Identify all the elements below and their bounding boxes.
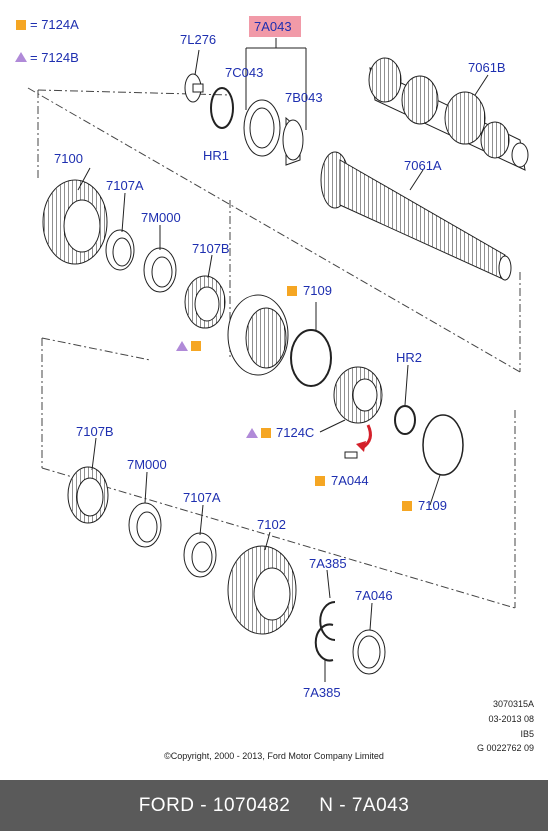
part-label-7b043: 7B043 [285,90,323,105]
highlighted-part-box [249,16,301,37]
part-label-7a043: 7A043 [254,19,292,34]
part-label-7107a-top: 7107A [106,178,144,193]
part-label-7a046: 7A046 [355,588,393,603]
part-label-7061a: 7061A [404,158,442,173]
part-label-7100: 7100 [54,151,83,166]
marker-square-7a044 [315,476,325,486]
part-label-7109-top: 7109 [303,283,332,298]
copyright-notice: ©Copyright, 2000 - 2013, Ford Motor Comp… [164,751,384,761]
marker-triangle-7124c [246,428,258,438]
legend-7124a: = 7124A [30,17,79,32]
part-label-7c043: 7C043 [225,65,264,80]
part-label-hr1: HR1 [203,148,230,163]
drawing-model: IB5 [520,729,534,739]
legend-square-marker [16,20,26,30]
marker-square-7124c [261,428,271,438]
legend-7124b: = 7124B [30,50,79,65]
drawing-date: 03-2013 08 [488,714,534,724]
marker-square-sleeve [191,341,201,351]
part-label-7107b-top: 7107B [192,241,230,256]
part-label-7107a-bot: 7107A [183,490,221,505]
part-label-7l276: 7L276 [180,32,217,47]
legend-triangle-marker [15,52,27,62]
marker-square-7109-bot [402,501,412,511]
drawing-reference: G 0022762 09 [476,743,534,753]
part-label-7m000-top: 7M000 [141,210,181,225]
drawing-number: 3070315A [492,699,534,709]
part-label-7124c: 7124C [276,425,315,440]
part-label-7a385-top: 7A385 [309,556,347,571]
footer-part-number-bar: FORD - 1070482 N - 7A043 [0,780,548,831]
part-label-7102: 7102 [257,517,286,532]
marker-square-7109-top [287,286,297,296]
part-label-7107b-bot: 7107B [76,424,114,439]
part-label-hr2: HR2 [396,350,423,365]
part-label-7m000-bot: 7M000 [127,457,167,472]
part-label-7a044: 7A044 [331,473,369,488]
exploded-parts-diagram [27,38,529,682]
marker-triangle-sleeve [176,341,188,351]
part-label-7a385-bot: 7A385 [303,685,341,700]
part-label-7061b: 7061B [468,60,506,75]
part-label-7109-bot: 7109 [418,498,447,513]
